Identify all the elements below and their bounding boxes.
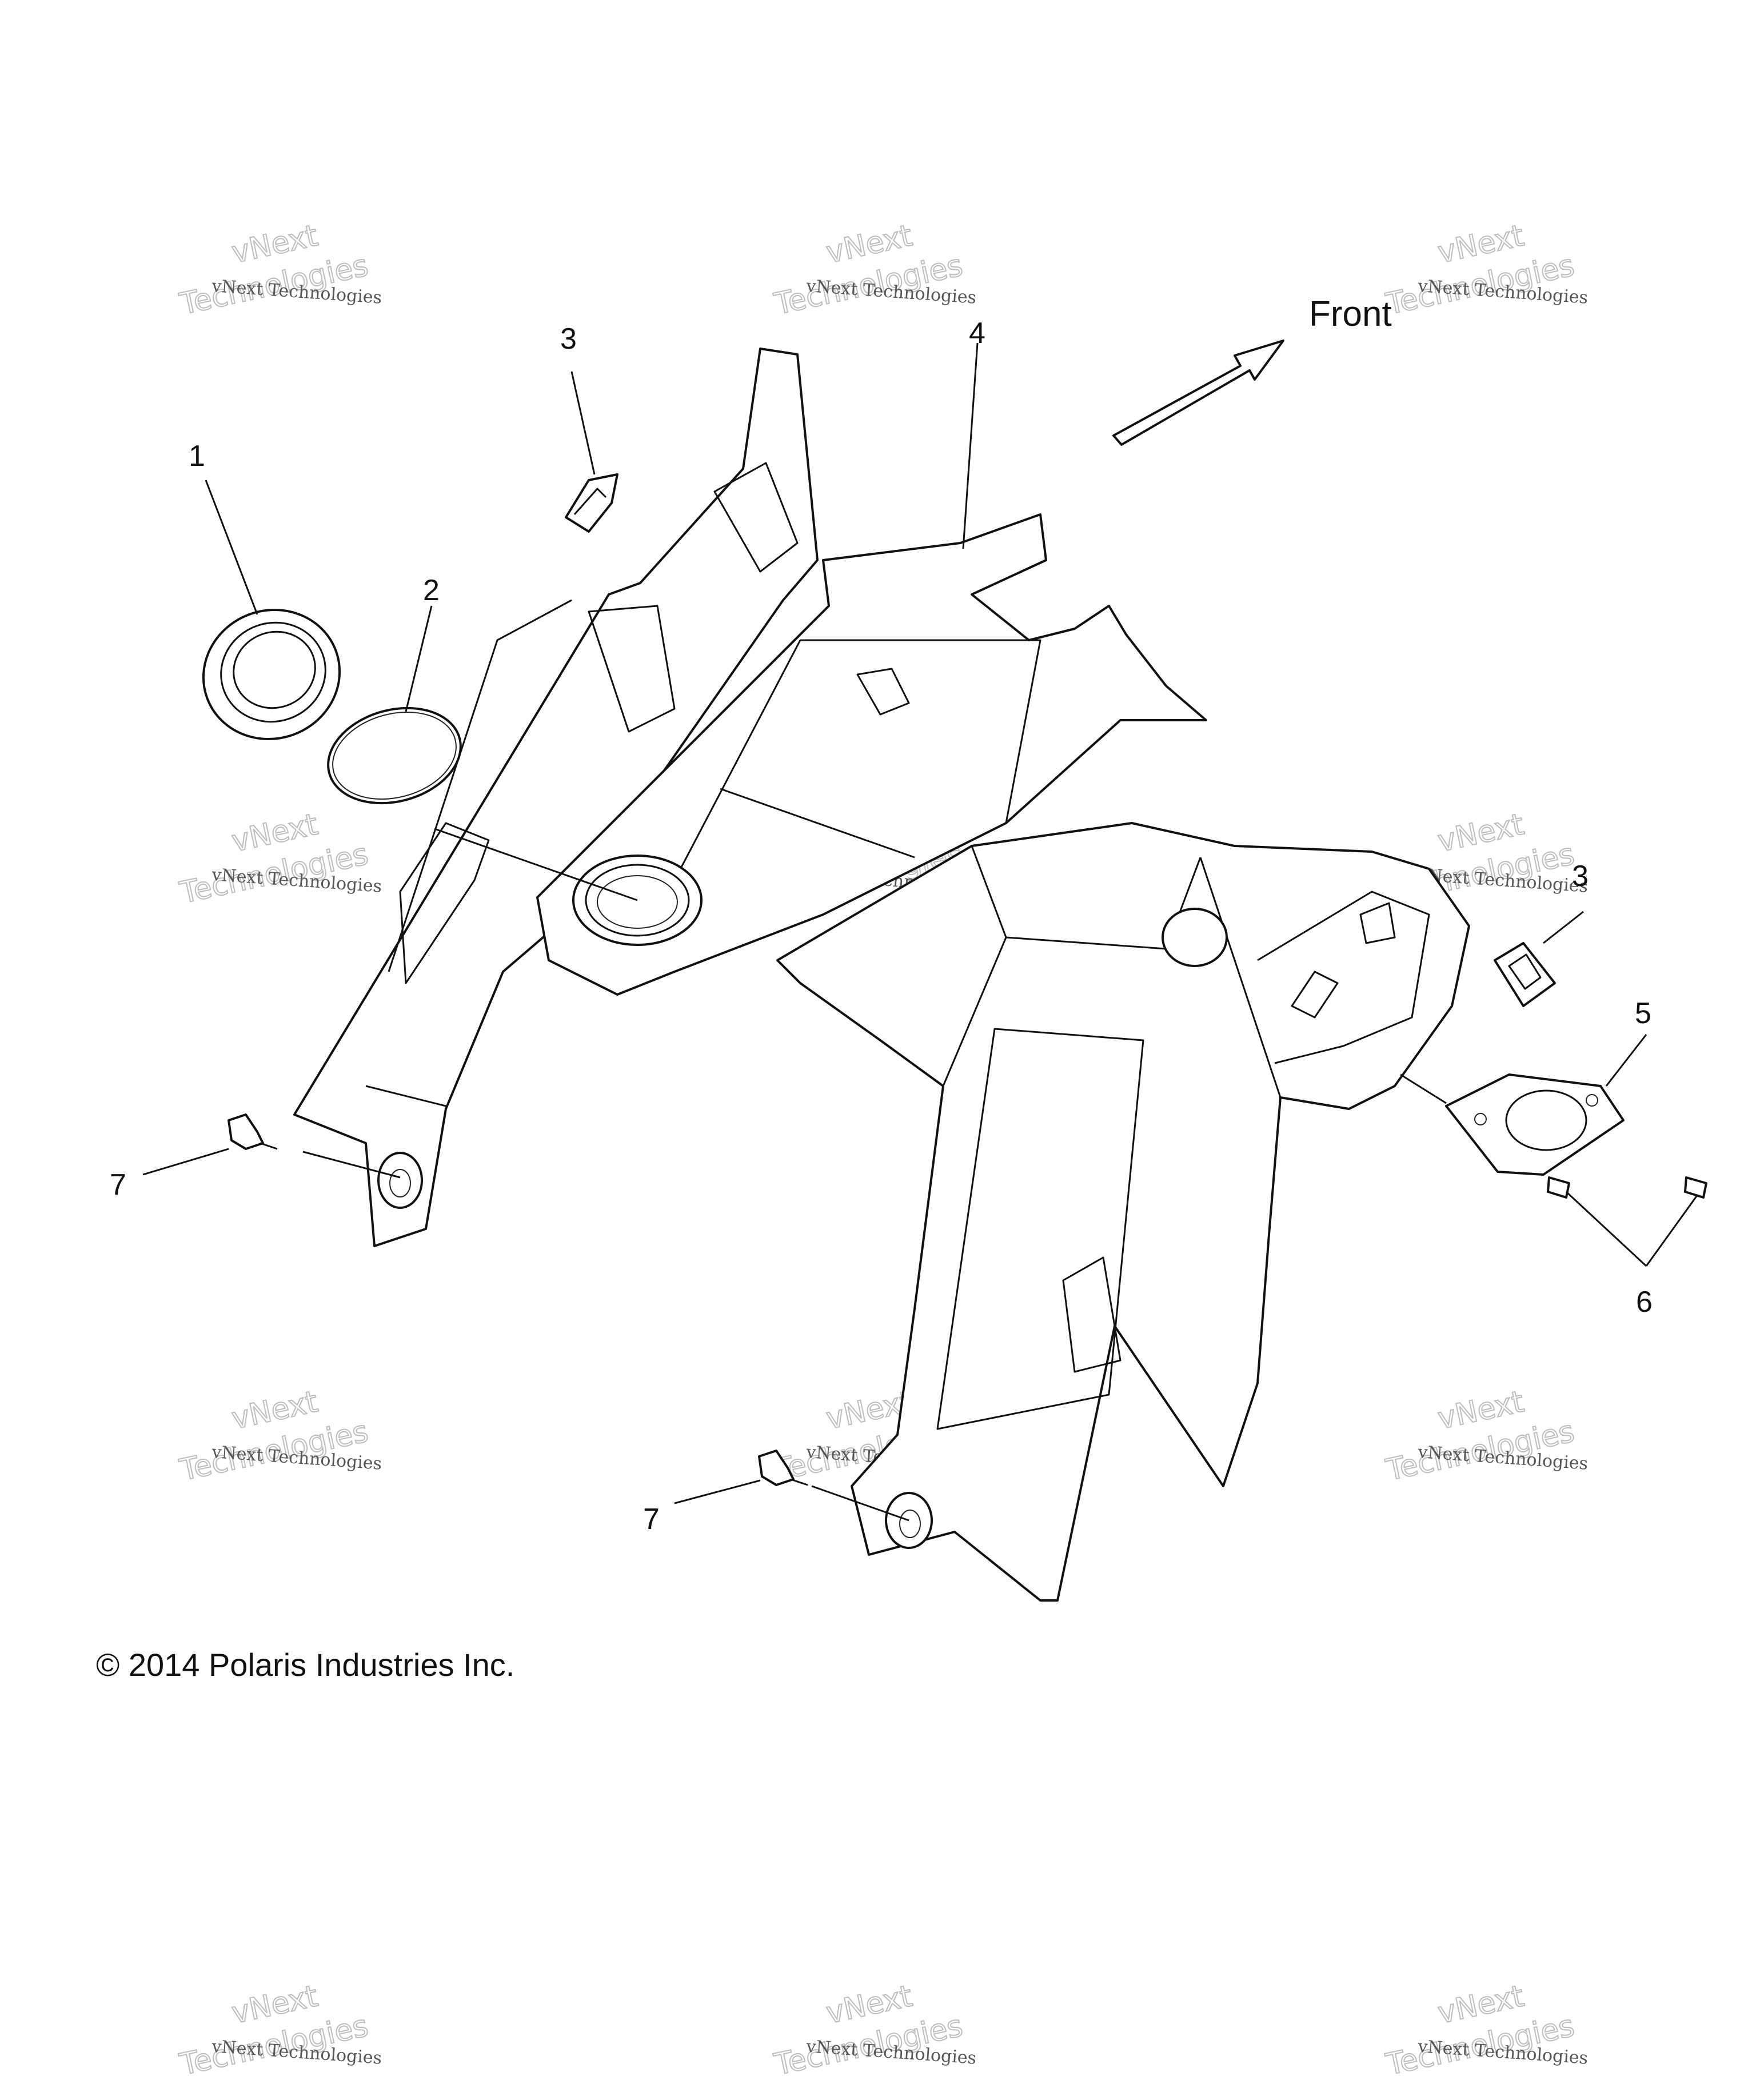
part-5-cover-plate — [1445, 1073, 1625, 1176]
part-7-rivet-left — [228, 1113, 278, 1150]
callout-1: 1 — [189, 440, 205, 473]
leader-lines — [142, 342, 1699, 1522]
callout-7-left: 7 — [110, 1168, 126, 1201]
part-2-o-ring — [327, 706, 462, 805]
callout-4: 4 — [969, 317, 985, 350]
callout-3-upper: 3 — [560, 322, 577, 356]
part-1-bezel-ring — [202, 609, 341, 740]
part-3-clip-right — [1494, 942, 1556, 1007]
callout-5: 5 — [1635, 997, 1651, 1030]
part-6-screws — [1547, 1176, 1707, 1199]
front-arrow — [1112, 340, 1284, 446]
callout-7-lower: 7 — [643, 1503, 660, 1536]
part-3-clip-upper — [565, 473, 618, 533]
callout-labels: 1 2 3 3 4 5 6 7 7 — [110, 317, 1653, 1536]
callout-2: 2 — [423, 574, 440, 607]
copyright-notice: © 2014 Polaris Industries Inc. — [96, 1647, 515, 1683]
front-label: Front — [1309, 294, 1392, 334]
dash-panel-assembly — [293, 348, 1470, 1602]
part-7-rivet-lower — [758, 1450, 808, 1486]
callout-6: 6 — [1636, 1285, 1653, 1319]
callout-3-right: 3 — [1572, 860, 1589, 893]
